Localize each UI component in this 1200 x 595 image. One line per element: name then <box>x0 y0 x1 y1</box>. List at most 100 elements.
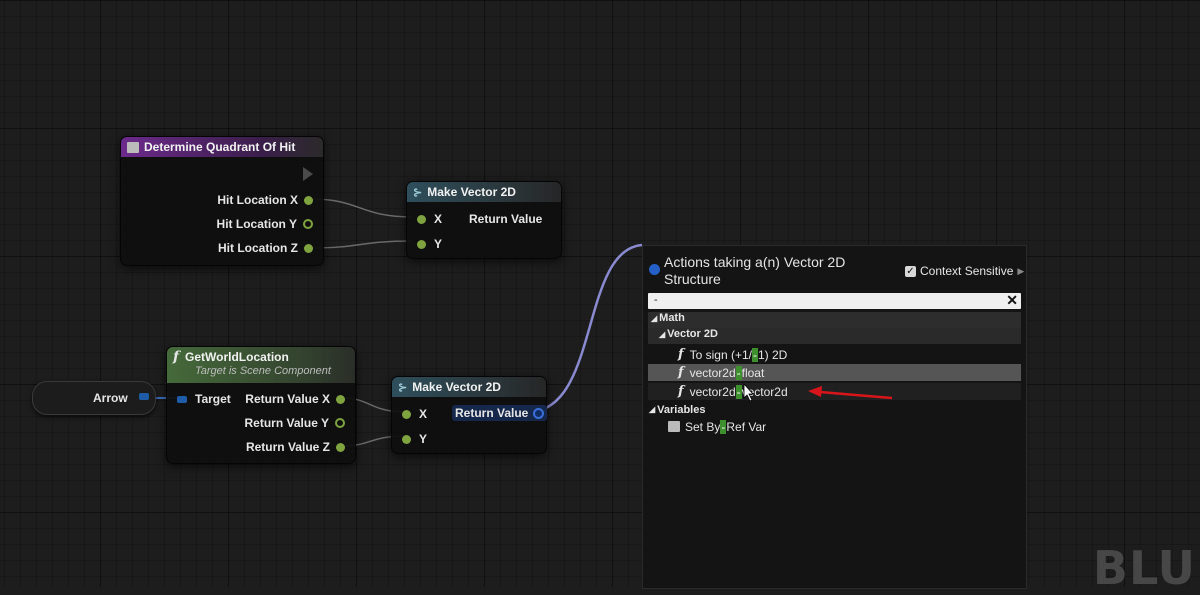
search-value: - <box>654 294 658 306</box>
pin-label-rv-y: Return Value Y <box>244 416 329 430</box>
pin-label-hit-y: Hit Location Y <box>216 217 297 231</box>
pin-label-bottom-x: X <box>419 407 428 421</box>
arrow-output-pin[interactable] <box>139 393 149 400</box>
top-x-pin[interactable] <box>417 214 426 224</box>
collapse-arrow-icon[interactable]: ◢ <box>651 314 658 323</box>
make-vector2d-node-top[interactable]: ⊱ Make Vector 2D X Return Value Y <box>406 181 562 259</box>
red-arrowhead-icon <box>808 386 822 397</box>
wire-hitx-x <box>310 198 413 218</box>
collapse-arrow-icon[interactable]: ◢ <box>649 405 656 414</box>
action-menu-title: Actions taking a(n) Vector 2D Structure <box>664 254 846 287</box>
action-item-vector2d-minus-vector2d[interactable]: f vector2d - vector2d <box>648 383 1021 400</box>
pin-label-bottom-out: Return Value <box>455 406 529 420</box>
sbr-pre: Set By <box>685 419 721 434</box>
bottom-return-value-pin[interactable] <box>533 407 545 419</box>
context-sensitive-toggle[interactable]: ✓ Context Sensitive ▶ <box>905 264 1024 278</box>
pin-row-top-y: Y <box>417 237 442 251</box>
hit-x-pin[interactable] <box>304 195 313 205</box>
hit-z-pin[interactable] <box>304 243 313 253</box>
get-world-location-header[interactable]: f GetWorldLocation Target is Scene Compon… <box>167 347 355 383</box>
action-menu[interactable]: Actions taking a(n) Vector 2D Structure … <box>642 245 1027 589</box>
pin-label-top-x: X <box>434 212 443 226</box>
action-item-to-sign[interactable]: f To sign (+1/-1) 2D <box>678 346 787 363</box>
category-math[interactable]: ◢Math <box>648 312 1021 328</box>
exec-output-pin[interactable] <box>303 167 313 181</box>
category-math-label: Math <box>659 312 685 324</box>
context-sensitive-checkbox[interactable]: ✓ <box>905 265 916 277</box>
target-pin[interactable] <box>177 395 187 403</box>
pin-row-rv-x: Return Value X <box>245 392 345 406</box>
pin-row-rv-z: Return Value Z <box>246 440 345 454</box>
get-world-location-node[interactable]: f GetWorldLocation Target is Scene Compon… <box>166 346 356 464</box>
arrow-variable-label: Arrow <box>93 391 128 405</box>
pin-label-rv-x: Return Value X <box>245 392 330 406</box>
pure-function-icon: ⊱ <box>413 186 423 199</box>
vmv-pre: vector2d <box>689 384 736 399</box>
pin-row-bottom-y: Y <box>402 432 427 446</box>
determine-quadrant-title: Determine Quadrant Of Hit <box>144 140 296 154</box>
pin-row-top-x: X <box>417 212 442 226</box>
category-variables-label: Variables <box>657 403 706 416</box>
category-vector2d-label: Vector 2D <box>667 328 718 340</box>
mouse-cursor-icon <box>743 382 754 402</box>
sbr-highlight: - <box>720 419 727 434</box>
collapse-arrow-icon[interactable]: ◢ <box>659 330 666 339</box>
sbr-post: Ref Var <box>726 419 767 434</box>
pin-label-target: Target <box>195 392 231 406</box>
determine-quadrant-node[interactable]: Determine Quadrant Of Hit Hit Location X… <box>120 136 324 266</box>
top-y-pin[interactable] <box>417 239 426 249</box>
pin-label-top-out: Return Value <box>469 212 543 226</box>
get-world-location-title: GetWorldLocation <box>185 350 289 364</box>
get-world-location-subtitle: Target is Scene Component <box>195 365 331 377</box>
action-item-vector2d-minus-float[interactable]: f vector2d - float <box>648 364 1021 381</box>
hit-y-pin[interactable] <box>303 219 313 229</box>
vmf-pre: vector2d <box>689 365 736 380</box>
to-sign-pre: To sign (+1/ <box>689 347 752 362</box>
rv-x-pin[interactable] <box>336 394 345 404</box>
pin-row-hit-y: Hit Location Y <box>217 217 313 231</box>
make-vector2d-top-header[interactable]: ⊱ Make Vector 2D <box>407 182 561 202</box>
pin-row-hit-z: Hit Location Z <box>218 241 313 255</box>
function-icon: f <box>678 347 684 362</box>
clear-search-icon[interactable]: ✕ <box>1006 292 1018 308</box>
action-item-set-by-ref-var[interactable]: Set By-Ref Var <box>668 418 766 435</box>
to-sign-highlight: - <box>751 347 758 362</box>
rv-z-pin[interactable] <box>336 442 345 452</box>
pure-function-icon: ⊱ <box>398 381 408 394</box>
pin-label-bottom-y: Y <box>419 432 428 446</box>
wire-hitz-y <box>310 240 413 249</box>
wire-struct-to-menu <box>527 243 643 414</box>
macro-icon <box>127 141 139 153</box>
category-vector2d[interactable]: ◢Vector 2D <box>648 328 1021 344</box>
pin-row-rv-y: Return Value Y <box>245 416 345 430</box>
variable-icon <box>668 421 680 432</box>
action-search-input[interactable]: - ✕ <box>648 292 1021 309</box>
bottom-x-pin[interactable] <box>402 409 411 419</box>
expand-triangle-icon[interactable]: ▶ <box>1017 265 1025 276</box>
function-icon: f <box>678 365 684 380</box>
pin-row-bottom-x: X <box>402 407 427 421</box>
struct-type-icon <box>649 264 660 275</box>
make-vector2d-top-title: Make Vector 2D <box>427 185 516 199</box>
red-annotation-arrow <box>819 390 893 400</box>
vmv-post: vector2d <box>741 384 788 399</box>
make-vector2d-bottom-header[interactable]: ⊱ Make Vector 2D <box>392 377 546 397</box>
category-variables[interactable]: ◢Variables <box>649 401 705 418</box>
to-sign-post: 1) 2D <box>757 347 788 362</box>
arrow-variable-node[interactable]: Arrow <box>32 381 156 415</box>
pin-label-rv-z: Return Value Z <box>245 440 330 454</box>
pin-row-hit-x: Hit Location X <box>217 193 313 207</box>
watermark-logo: BLU <box>1092 541 1196 595</box>
function-icon: f <box>678 384 684 399</box>
make-vector2d-node-bottom[interactable]: ⊱ Make Vector 2D X Return Value Y <box>391 376 548 454</box>
vmf-highlight: - <box>735 365 742 380</box>
make-vector2d-bottom-title: Make Vector 2D <box>412 380 501 394</box>
pin-row-target: Target <box>177 392 231 406</box>
pin-label-hit-z: Hit Location Z <box>218 241 298 255</box>
bottom-y-pin[interactable] <box>402 434 411 444</box>
pin-label-hit-x: Hit Location X <box>217 193 298 207</box>
determine-quadrant-header[interactable]: Determine Quadrant Of Hit <box>121 137 323 157</box>
pin-row-top-out: Return Value <box>469 212 542 226</box>
rv-y-pin[interactable] <box>335 418 345 428</box>
function-icon: f <box>173 349 180 365</box>
